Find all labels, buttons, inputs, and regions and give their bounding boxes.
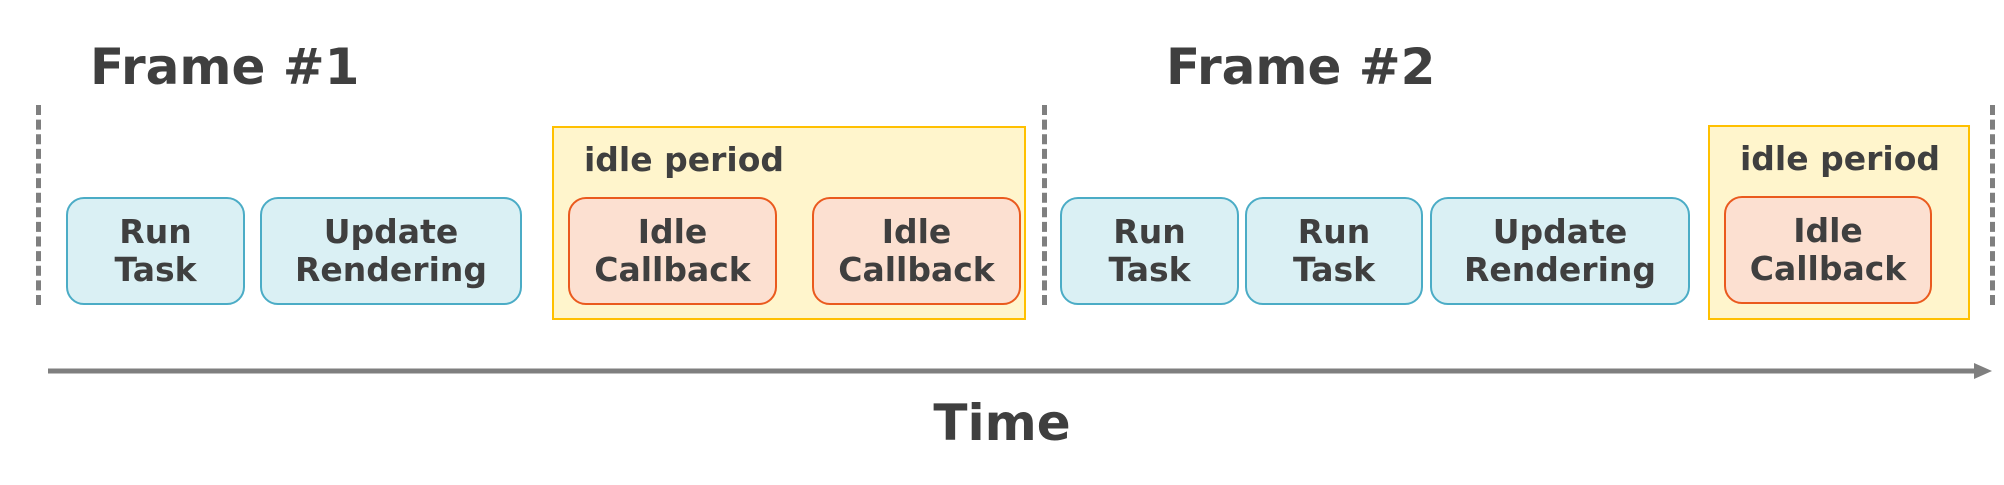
- run-task-label: Run Task: [1292, 212, 1376, 289]
- frame-1-title: Frame #1: [90, 38, 360, 96]
- frame-boundary-divider: [1990, 105, 1995, 305]
- run-task-box: Run Task: [1245, 197, 1423, 305]
- idle-period-label: idle period: [584, 140, 784, 179]
- frame-boundary-divider: [36, 105, 41, 305]
- frame-boundary-divider: [1042, 105, 1047, 305]
- idle-callback-box: Idle Callback: [812, 197, 1021, 305]
- idle-period-label: idle period: [1740, 139, 1940, 178]
- time-axis-label: Time: [933, 394, 1071, 452]
- time-axis-arrow: [48, 363, 1992, 379]
- run-task-box: Run Task: [1060, 197, 1239, 305]
- update-rendering-box: Update Rendering: [260, 197, 522, 305]
- frame-2-title: Frame #2: [1166, 38, 1436, 96]
- run-task-box: Run Task: [66, 197, 245, 305]
- idle-callback-box: Idle Callback: [1724, 196, 1932, 304]
- idle-callback-label: Idle Callback: [594, 212, 751, 289]
- update-rendering-label: Update Rendering: [1464, 212, 1656, 289]
- arrowhead-icon: [1974, 363, 1992, 379]
- idle-callback-box: Idle Callback: [568, 197, 777, 305]
- run-task-label: Run Task: [1108, 212, 1191, 289]
- idle-callback-label: Idle Callback: [1749, 211, 1907, 288]
- update-rendering-label: Update Rendering: [295, 212, 487, 289]
- update-rendering-box: Update Rendering: [1430, 197, 1690, 305]
- run-task-label: Run Task: [114, 212, 197, 289]
- idle-callback-label: Idle Callback: [838, 212, 995, 289]
